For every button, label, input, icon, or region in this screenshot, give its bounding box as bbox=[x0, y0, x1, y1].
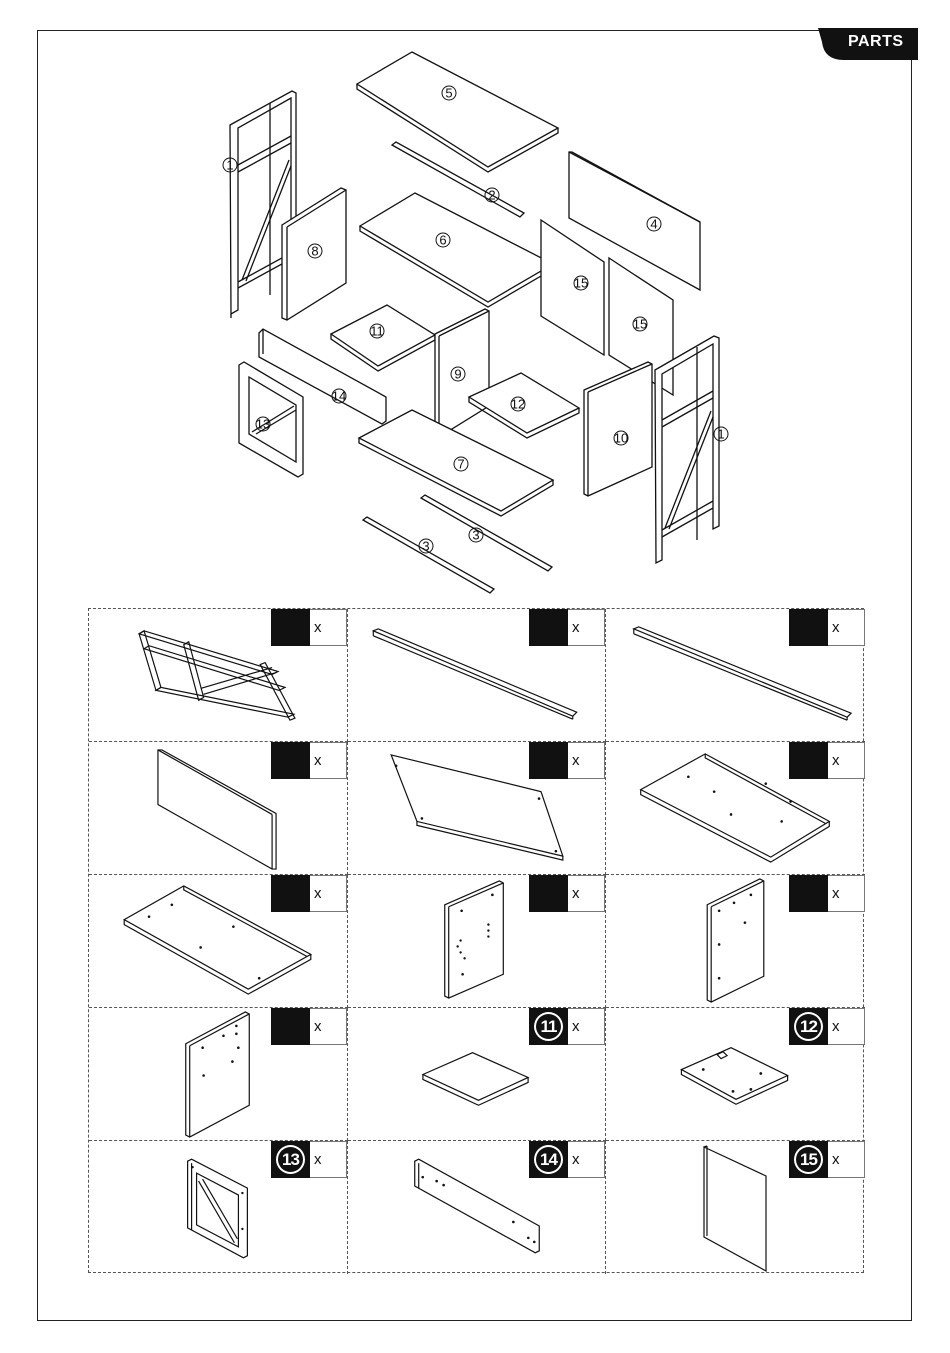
part-cell: 13 x bbox=[89, 1141, 348, 1274]
exploded-label: 14 bbox=[332, 389, 346, 404]
quantity-label: x bbox=[310, 875, 347, 912]
quantity-badge: x bbox=[789, 742, 865, 779]
quantity-badge: x bbox=[271, 875, 347, 912]
exploded-label: 13 bbox=[256, 417, 270, 432]
exploded-label: 4 bbox=[650, 217, 657, 232]
part-number-box: 13 bbox=[271, 1141, 310, 1178]
exploded-label: 10 bbox=[614, 431, 628, 446]
quantity-label: x bbox=[568, 609, 605, 646]
part-cell: x bbox=[89, 609, 348, 742]
quantity-label: x bbox=[568, 1141, 605, 1178]
part-cell: 14 x bbox=[348, 1141, 606, 1274]
part-number-box: 12 bbox=[789, 1008, 828, 1045]
part-number: 11 bbox=[536, 1014, 561, 1039]
quantity-label: x bbox=[568, 875, 605, 912]
part-number-box bbox=[271, 1008, 310, 1045]
exploded-label: 2 bbox=[488, 188, 495, 203]
quantity-badge: x bbox=[529, 875, 605, 912]
quantity-label: x bbox=[310, 609, 347, 646]
exploded-label: 12 bbox=[511, 397, 525, 412]
exploded-label: 1 bbox=[717, 427, 724, 442]
part-number-box bbox=[529, 742, 568, 779]
part-number-box: 11 bbox=[529, 1008, 568, 1045]
part-cell: x bbox=[89, 742, 348, 875]
quantity-badge: 15 x bbox=[789, 1141, 865, 1178]
quantity-label: x bbox=[568, 1008, 605, 1045]
part-cell: x bbox=[348, 742, 606, 875]
exploded-label: 1 bbox=[226, 158, 233, 173]
quantity-label: x bbox=[828, 742, 865, 779]
quantity-badge: 13 x bbox=[271, 1141, 347, 1178]
quantity-badge: 11 x bbox=[529, 1008, 605, 1045]
exploded-label: 11 bbox=[370, 324, 384, 339]
quantity-label: x bbox=[828, 875, 865, 912]
part-number-box bbox=[271, 609, 310, 646]
part-number-box bbox=[271, 742, 310, 779]
part-cell: x bbox=[606, 742, 865, 875]
part-cell: x bbox=[606, 609, 865, 742]
quantity-badge: 14 x bbox=[529, 1141, 605, 1178]
quantity-badge: x bbox=[529, 609, 605, 646]
exploded-label: 6 bbox=[439, 233, 446, 248]
part-cell: 15 x bbox=[606, 1141, 865, 1274]
part-number-box bbox=[271, 875, 310, 912]
exploded-label: 15 bbox=[633, 317, 647, 332]
quantity-badge: 12 x bbox=[789, 1008, 865, 1045]
part-number-box bbox=[529, 609, 568, 646]
part-cell: x bbox=[348, 875, 606, 1008]
exploded-label: 8 bbox=[311, 244, 318, 259]
part-number: 15 bbox=[796, 1147, 821, 1172]
part-cell: 12 x bbox=[606, 1008, 865, 1141]
part-number-box bbox=[789, 609, 828, 646]
part-number: 12 bbox=[796, 1014, 821, 1039]
exploded-label: 15 bbox=[574, 276, 588, 291]
part-number: 14 bbox=[536, 1147, 561, 1172]
part-cell: x bbox=[606, 875, 865, 1008]
part-number-box bbox=[529, 875, 568, 912]
quantity-badge: x bbox=[271, 1008, 347, 1045]
part-number-box bbox=[789, 742, 828, 779]
quantity-label: x bbox=[828, 1008, 865, 1045]
quantity-badge: x bbox=[529, 742, 605, 779]
part-number-box bbox=[789, 875, 828, 912]
exploded-view-diagram: 5 2 4 1 8 6 15 15 11 9 12 14 13 10 1 7 3… bbox=[0, 0, 950, 600]
exploded-label: 5 bbox=[445, 86, 452, 101]
quantity-label: x bbox=[828, 609, 865, 646]
quantity-badge: x bbox=[789, 875, 865, 912]
quantity-badge: x bbox=[271, 609, 347, 646]
exploded-label: 9 bbox=[454, 367, 461, 382]
part-cell: 11 x bbox=[348, 1008, 606, 1141]
part-number-box: 15 bbox=[789, 1141, 828, 1178]
quantity-label: x bbox=[310, 1008, 347, 1045]
part-cell: x bbox=[89, 875, 348, 1008]
quantity-badge: x bbox=[271, 742, 347, 779]
quantity-label: x bbox=[828, 1141, 865, 1178]
quantity-label: x bbox=[310, 742, 347, 779]
quantity-badge: x bbox=[789, 609, 865, 646]
quantity-label: x bbox=[310, 1141, 347, 1178]
part-number: 13 bbox=[278, 1147, 303, 1172]
exploded-label: 3 bbox=[472, 528, 479, 543]
parts-grid: x x x bbox=[88, 608, 864, 1273]
part-cell: x bbox=[89, 1008, 348, 1141]
exploded-label: 3 bbox=[422, 539, 429, 554]
quantity-label: x bbox=[568, 742, 605, 779]
part-cell: x bbox=[348, 609, 606, 742]
exploded-label: 7 bbox=[457, 457, 464, 472]
part-number-box: 14 bbox=[529, 1141, 568, 1178]
